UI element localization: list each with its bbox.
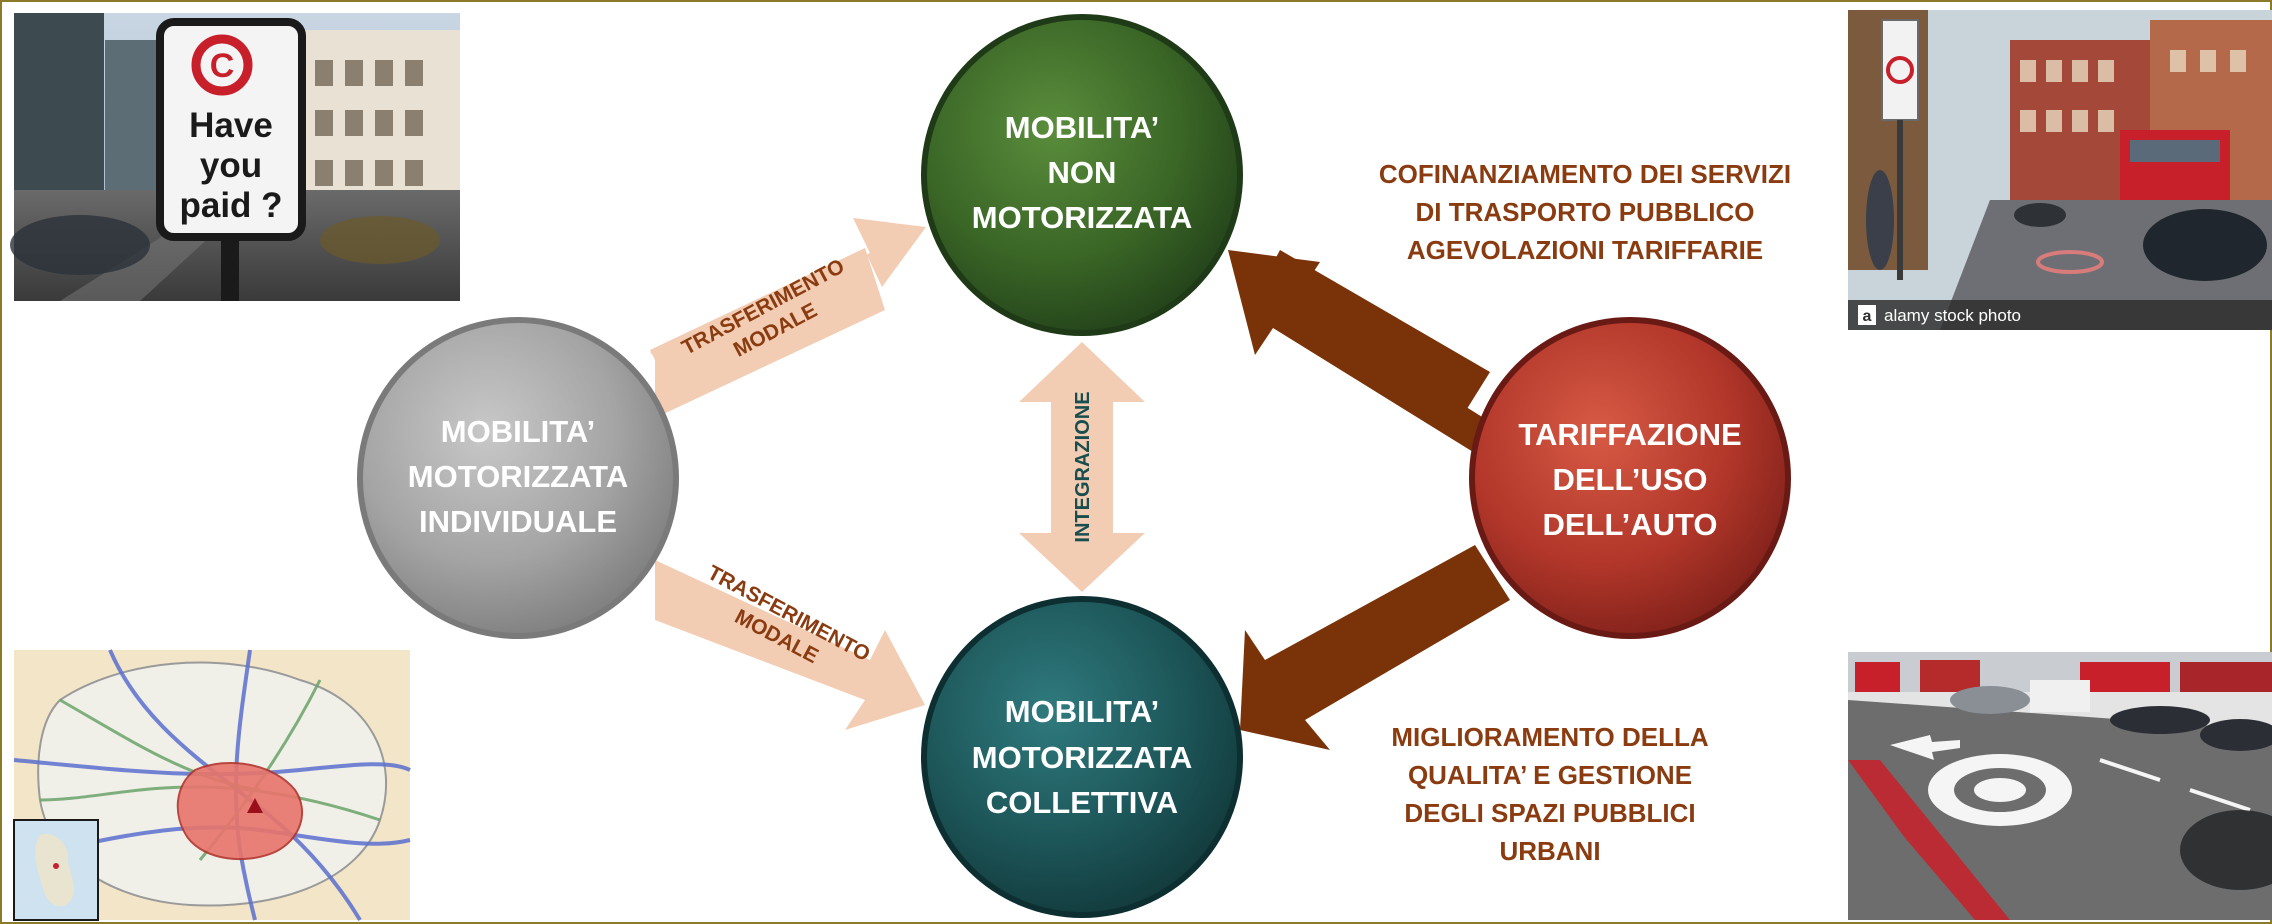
svg-text:TARIFFAZIONE: TARIFFAZIONE bbox=[1518, 417, 1741, 452]
photo-road bbox=[1848, 652, 2272, 920]
integration-label: INTEGRAZIONE bbox=[1072, 391, 1094, 542]
svg-text:MIGLIORAMENTO DELLA: MIGLIORAMENTO DELLA bbox=[1391, 722, 1709, 752]
annotation-top-right: COFINANZIAMENTO DEI SERVIZI DI TRASPORTO… bbox=[1379, 159, 1791, 265]
svg-text:DI TRASPORTO PUBBLICO: DI TRASPORTO PUBBLICO bbox=[1416, 197, 1755, 227]
photo-sign: C Have you paid ? bbox=[10, 13, 460, 301]
integration-arrow bbox=[1019, 342, 1145, 592]
circle-collective: MOBILITA’ MOTORIZZATA COLLETTIVA bbox=[921, 596, 1243, 918]
sign-line-2: you bbox=[200, 146, 262, 185]
svg-text:DELL’USO: DELL’USO bbox=[1552, 462, 1707, 497]
svg-text:COLLETTIVA: COLLETTIVA bbox=[986, 785, 1178, 820]
caption-badge: a bbox=[1863, 308, 1872, 325]
annotation-bottom-right: MIGLIORAMENTO DELLA QUALITA’ E GESTIONE … bbox=[1391, 722, 1709, 866]
sign-line-1: Have bbox=[189, 106, 273, 145]
modal-shift-down-arrow bbox=[655, 560, 925, 730]
photo-street: a alamy stock photo bbox=[1848, 10, 2272, 330]
sign-line-3: paid ? bbox=[179, 186, 282, 225]
pricing-to-non-motorized-arrow-body bbox=[1258, 250, 1490, 420]
svg-text:INDIVIDUALE: INDIVIDUALE bbox=[419, 504, 617, 539]
svg-text:MOTORIZZATA: MOTORIZZATA bbox=[972, 200, 1192, 235]
svg-text:MOTORIZZATA: MOTORIZZATA bbox=[972, 740, 1192, 775]
svg-text:QUALITA’ E GESTIONE: QUALITA’ E GESTIONE bbox=[1408, 760, 1692, 790]
svg-text:DELL’AUTO: DELL’AUTO bbox=[1542, 507, 1717, 542]
svg-text:MOBILITA’: MOBILITA’ bbox=[441, 414, 595, 449]
svg-text:NON: NON bbox=[1048, 155, 1117, 190]
circle-non-motorized: MOBILITA’ NON MOTORIZZATA bbox=[921, 14, 1243, 336]
pricing-to-collective-arrow bbox=[1240, 545, 1510, 750]
sign-letter: C bbox=[210, 47, 235, 85]
svg-text:MOBILITA’: MOBILITA’ bbox=[1005, 110, 1159, 145]
svg-text:MOBILITA’: MOBILITA’ bbox=[1005, 694, 1159, 729]
svg-text:URBANI: URBANI bbox=[1499, 836, 1600, 866]
svg-text:COFINANZIAMENTO DEI SERVIZI: COFINANZIAMENTO DEI SERVIZI bbox=[1379, 159, 1791, 189]
circle-pricing: TARIFFAZIONE DELL’USO DELL’AUTO bbox=[1469, 317, 1791, 639]
circle-individual: MOBILITA’ MOTORIZZATA INDIVIDUALE bbox=[357, 317, 679, 639]
svg-text:MOTORIZZATA: MOTORIZZATA bbox=[408, 459, 628, 494]
modal-shift-up-arrow-body bbox=[650, 248, 885, 418]
photo-map bbox=[13, 649, 411, 922]
svg-text:AGEVOLAZIONI TARIFFARIE: AGEVOLAZIONI TARIFFARIE bbox=[1407, 235, 1763, 265]
photo-caption: alamy stock photo bbox=[1884, 306, 2021, 325]
svg-text:DEGLI SPAZI PUBBLICI: DEGLI SPAZI PUBBLICI bbox=[1404, 798, 1695, 828]
